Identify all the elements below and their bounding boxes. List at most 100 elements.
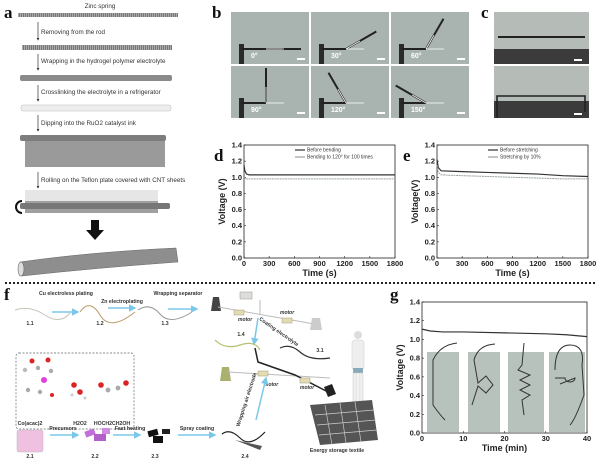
- molecule-label: H2O2: [73, 421, 87, 427]
- y-tick-label: 0.0: [410, 429, 420, 438]
- legend-label: Bending to 120° for 100 times: [307, 155, 373, 161]
- x-tick-label: 1800: [387, 259, 404, 268]
- spray-nozzle-icon: [235, 440, 262, 450]
- angle-label: 60°: [411, 52, 422, 60]
- angle-line: [425, 34, 435, 50]
- arrow-label-coating: Coating electrolyte: [258, 316, 300, 348]
- panel-b-photos: 0°30°60°90°120°150°: [231, 12, 469, 118]
- ruler: [494, 49, 589, 64]
- photo-twisted: [508, 352, 544, 432]
- legend-label: Before bending: [307, 148, 341, 154]
- scale-bar: [457, 58, 465, 60]
- cnt-sheet: [25, 141, 165, 167]
- x-tick-label: 1200: [529, 259, 546, 268]
- panel-label-b: b: [212, 3, 221, 22]
- series-line-1: [243, 165, 395, 176]
- zinc-spring-title: Zinc spring: [85, 3, 116, 10]
- photo-bent: [468, 352, 500, 432]
- x-tick-label: 1500: [361, 259, 378, 268]
- y-tick-label: 0.4: [410, 391, 421, 400]
- angle-label: 150°: [411, 106, 426, 114]
- scale-bar: [457, 112, 465, 114]
- y-tick-label: 1.0: [410, 335, 420, 344]
- molecule-label: HOCH2CH2OH: [94, 421, 131, 427]
- precursor-crystals: [84, 428, 110, 441]
- scale-bar: [377, 112, 385, 114]
- fiber-1-2: [79, 305, 136, 324]
- motor-label: motor: [238, 317, 253, 323]
- fiber: [554, 344, 585, 426]
- teflon-plate: [25, 190, 158, 201]
- zinc-spring-rod: [18, 13, 178, 17]
- photo-straight: [427, 352, 459, 432]
- y-tick-label: 1.4: [425, 141, 436, 150]
- x-tick-label: 600: [288, 259, 301, 268]
- x-tick-label: 1500: [554, 259, 571, 268]
- arrow-label-fast-heating: Fast heating: [115, 426, 146, 432]
- spool-icon: [211, 297, 221, 311]
- catalyst-coated-spring: [20, 135, 166, 141]
- x-tick-label: 30: [542, 434, 550, 443]
- series-line-1: [436, 159, 589, 178]
- textile-label: Energy storage textile: [310, 448, 364, 454]
- y-tick-label: 1.4: [410, 298, 421, 307]
- arrow-label-air-electrode: Wrapping air electrode: [236, 372, 259, 427]
- motor-label: motor: [280, 310, 295, 316]
- x-tick-label: 40: [583, 434, 591, 443]
- fiber-line: [227, 371, 331, 379]
- y-tick-label: 0.0: [425, 254, 435, 263]
- clamp-left: [239, 98, 244, 118]
- step-5: Rolling on the Teflon plate covered with…: [41, 177, 185, 184]
- arrow-label-zn: Zn electroplating: [101, 299, 143, 305]
- y-tick-label: 0.2: [232, 237, 242, 246]
- y-tick-label: 1.0: [425, 173, 435, 182]
- angle-label: 30°: [331, 52, 342, 60]
- molecule-box: [15, 352, 135, 430]
- panel-label-g: g: [390, 285, 399, 304]
- motor-icon: [257, 370, 269, 377]
- fiber-1-4: [214, 339, 261, 351]
- y-tick-label: 0.6: [410, 372, 420, 381]
- y-tick-label: 0.8: [425, 189, 435, 198]
- y-axis-label: Voltage (V): [217, 178, 227, 224]
- arrow-label-spray: Spray coating: [180, 426, 214, 432]
- step-2: Wrapping in the hydrogel polymer electro…: [41, 58, 166, 65]
- down-arrow-icon: [86, 220, 104, 240]
- y-tick-label: 1.2: [425, 157, 435, 166]
- y-tick-label: 1.4: [232, 141, 243, 150]
- scale-bar: [574, 113, 582, 115]
- y-tick-label: 0.6: [425, 205, 435, 214]
- stage-1-2: 1.2: [96, 321, 103, 327]
- stage-1-4: 1.4: [237, 332, 244, 338]
- clamp-left: [399, 44, 404, 64]
- rolling-arrow-icon: [15, 200, 23, 214]
- motor-icon: [299, 377, 311, 384]
- motor-icon: [239, 291, 253, 300]
- crosslinked-spring: [20, 104, 172, 112]
- y-tick-label: 0.4: [425, 221, 436, 230]
- angle-label: 120°: [331, 106, 346, 114]
- series-line-2: [436, 165, 588, 180]
- panel-f: Cu electroless plating Zn electroplating…: [14, 291, 378, 460]
- legend-label: Stretching by 10%: [500, 155, 541, 161]
- y-tick-label: 0.2: [410, 410, 420, 419]
- y-tick-label: 1.2: [410, 316, 420, 325]
- fiber-2-4: [221, 431, 266, 443]
- stage-2-1: 2.1: [26, 454, 33, 460]
- step-3: Crosslinking the electrolyte in a refrig…: [41, 89, 161, 96]
- x-tick-label: 600: [481, 259, 494, 268]
- angle-line: [411, 94, 427, 104]
- angle-line: [337, 88, 347, 104]
- arrow: [255, 376, 269, 421]
- stage-2-2: 2.2: [91, 454, 98, 460]
- arrow: [251, 317, 259, 346]
- molecule-label: Co(acac)2: [18, 421, 43, 427]
- y-tick-label: 0.0: [232, 254, 242, 263]
- coated-fiber: [254, 347, 331, 394]
- electrolyte-wrapped-spring: [20, 75, 172, 81]
- zinc-spring: [22, 45, 172, 50]
